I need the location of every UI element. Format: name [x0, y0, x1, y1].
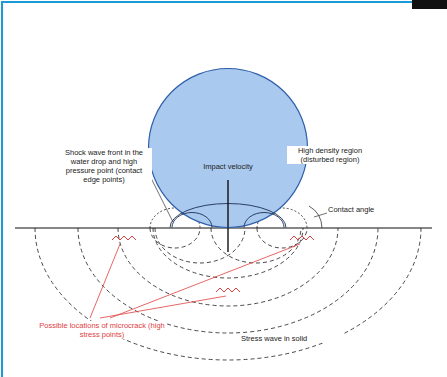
annotation-label: Possible locations of microcrack (high s… [38, 321, 166, 339]
microcrack-symbols [112, 236, 314, 292]
high-density-arc [172, 213, 212, 228]
water-drop: Impact velocity [148, 68, 308, 228]
leader-line [314, 213, 327, 217]
corner-block [412, 0, 447, 9]
annotation-label: Contact angle [327, 205, 399, 214]
node-label: Impact velocity [148, 162, 308, 171]
annotation-label: High density region (disturbed region) [287, 146, 373, 164]
velocity-line [227, 180, 228, 228]
annotation-label: Stress wave in solid [240, 334, 342, 343]
velocity-line [227, 228, 228, 252]
annotation-label: Shock wave front in the water drop and h… [56, 148, 152, 184]
contact-angle-arc [309, 206, 322, 228]
stress-wave-arcs [35, 208, 421, 360]
microcrack-leaders [90, 244, 300, 318]
high-density-arc [244, 213, 284, 228]
drop-circle [149, 69, 308, 228]
drop-outline [148, 68, 308, 228]
